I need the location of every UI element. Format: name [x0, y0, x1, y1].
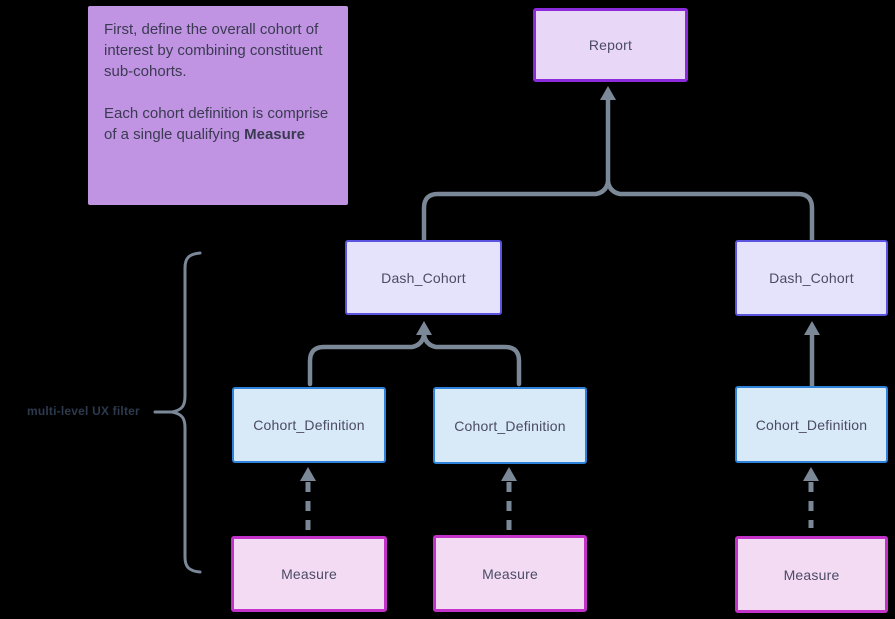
node-dash-cohort-2[interactable]: Dash_Cohort	[735, 240, 888, 316]
node-dash-cohort-1[interactable]: Dash_Cohort	[345, 240, 502, 315]
note-bold-measure: Measure	[244, 126, 305, 143]
node-measure-1[interactable]: Measure	[231, 536, 387, 612]
node-measure-2-label: Measure	[482, 565, 538, 582]
node-cohort-definition-1[interactable]: Cohort_Definition	[232, 387, 386, 463]
arrowhead-dash1	[416, 321, 432, 335]
arrowhead-cohort2	[501, 467, 517, 481]
arrowhead-dash2	[804, 321, 820, 335]
node-cohort-definition-2[interactable]: Cohort_Definition	[433, 387, 587, 464]
edge-cohort2-to-dash1	[421, 332, 522, 387]
node-cohort-definition-1-label: Cohort_Definition	[253, 417, 365, 433]
note-paragraph-2: Each cohort definition is comprise of a …	[104, 105, 329, 143]
edge-cohort1-to-dash1	[307, 332, 427, 387]
node-cohort-definition-2-label: Cohort_Definition	[454, 417, 566, 434]
node-cohort-definition-3[interactable]: Cohort_Definition	[735, 386, 888, 463]
node-measure-3[interactable]: Measure	[735, 536, 888, 613]
arrowhead-cohort3	[803, 467, 819, 481]
node-dash-cohort-1-label: Dash_Cohort	[381, 269, 466, 286]
node-cohort-definition-3-label: Cohort_Definition	[755, 416, 868, 433]
note-paragraph-1: First, define the overall cohort of inte…	[104, 21, 323, 80]
node-measure-3-label: Measure	[783, 566, 840, 583]
brace-shape	[170, 251, 202, 574]
brace-label: multi-level UX filter	[27, 404, 140, 418]
node-report-label: Report	[588, 37, 633, 53]
note-box[interactable]: First, define the overall cohort of inte…	[88, 6, 348, 205]
node-measure-2[interactable]: Measure	[433, 535, 587, 612]
arrowhead-report	[600, 86, 616, 100]
edge-dash1-to-report	[421, 179, 611, 243]
arrowhead-cohort1	[300, 467, 316, 481]
node-report[interactable]: Report	[533, 8, 688, 82]
node-measure-1-label: Measure	[281, 566, 337, 582]
edge-dash2-to-report	[605, 179, 815, 243]
node-dash-cohort-2-label: Dash_Cohort	[769, 270, 854, 286]
